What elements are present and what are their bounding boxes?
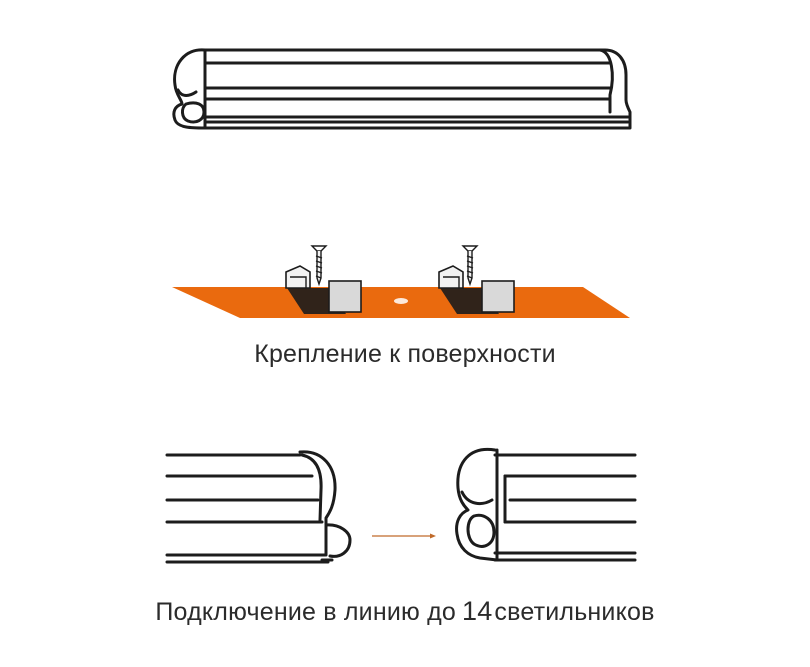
screw-icon <box>461 245 479 287</box>
luminaire-top <box>172 48 632 130</box>
caption-connection-count: 14 <box>461 596 493 626</box>
mounting-surface-scene <box>172 245 630 318</box>
luminaire-right <box>455 447 637 562</box>
caption-mounting: Крепление к поверхности <box>0 340 810 369</box>
surface-hole <box>394 298 408 304</box>
mounting-clip-left <box>285 265 362 314</box>
caption-connection-suffix: светильников <box>494 598 655 626</box>
caption-mounting-text: Крепление к поверхности <box>254 340 556 368</box>
screw-icon <box>310 245 328 287</box>
caption-connection-prefix: Подключение в линию до <box>155 598 456 626</box>
connection-arrow <box>372 533 436 539</box>
luminaire-left <box>165 450 352 564</box>
mounting-clip-right <box>438 265 515 314</box>
